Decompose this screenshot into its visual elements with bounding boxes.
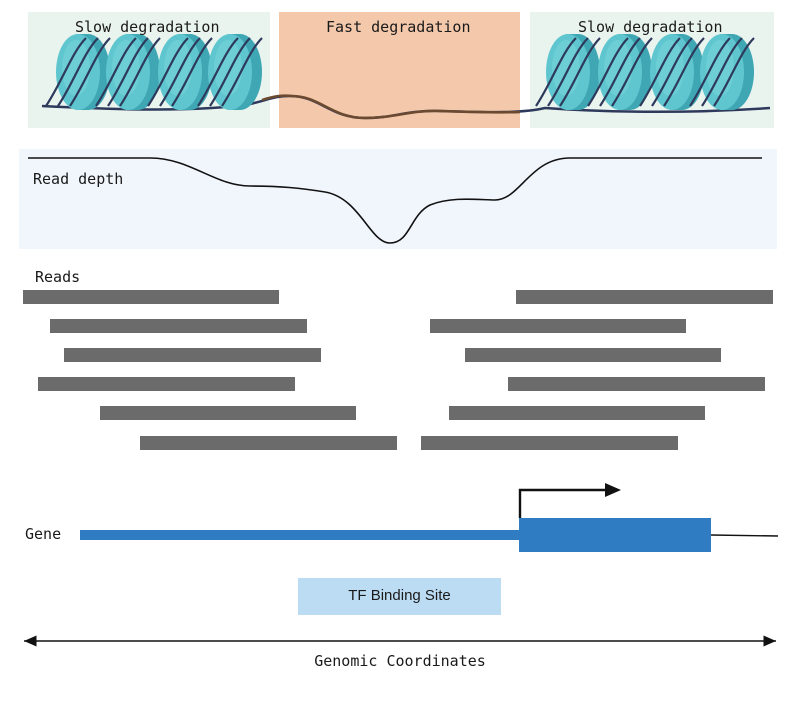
read-bar: [64, 348, 321, 362]
read-depth-curve: [28, 157, 762, 244]
read-bar: [23, 290, 279, 304]
nucleosome: [535, 34, 601, 110]
nucleosome: [45, 34, 111, 110]
reads-label: Reads: [35, 268, 81, 286]
nucleosome: [197, 34, 263, 110]
read-bar: [508, 377, 765, 391]
read-bar: [465, 348, 721, 362]
read-bar: [421, 436, 678, 450]
read-bar: [430, 319, 686, 333]
read-depth-panel: [19, 149, 777, 249]
tf-binding-site-label: TF Binding Site: [348, 587, 451, 604]
nucleosome: [587, 34, 653, 110]
tss-arrow-head: [605, 483, 621, 497]
read-bar: [516, 290, 773, 304]
nucleosome-cluster-left: [45, 34, 263, 110]
free-dna-segment: [261, 94, 521, 120]
nucleosome: [689, 34, 755, 110]
fast-degradation-label: Fast degradation: [326, 18, 471, 36]
gene-upstream-line: [80, 530, 520, 540]
read-bar: [140, 436, 397, 450]
gene-label: Gene: [25, 525, 62, 543]
read-bar: [38, 377, 295, 391]
nucleosome: [147, 34, 213, 110]
tf-binding-site-box: [298, 578, 501, 615]
nucleosome: [95, 34, 161, 110]
slow-degradation-right-label: Slow degradation: [578, 18, 723, 36]
read-bar: [100, 406, 356, 420]
slow-degradation-left-label: Slow degradation: [75, 18, 220, 36]
read-bar: [50, 319, 307, 333]
genomic-coordinates-label: Genomic Coordinates: [314, 652, 486, 670]
reads-track: [23, 290, 773, 450]
tss-arrow: [518, 488, 607, 518]
read-bar: [449, 406, 705, 420]
gene-downstream-line: [710, 534, 779, 537]
nucleosome: [639, 34, 705, 110]
fast-region: [279, 12, 520, 128]
nucleosome-cluster-right: [535, 34, 755, 110]
read-depth-label: Read depth: [33, 170, 124, 188]
gene-exon-block: [519, 518, 711, 552]
